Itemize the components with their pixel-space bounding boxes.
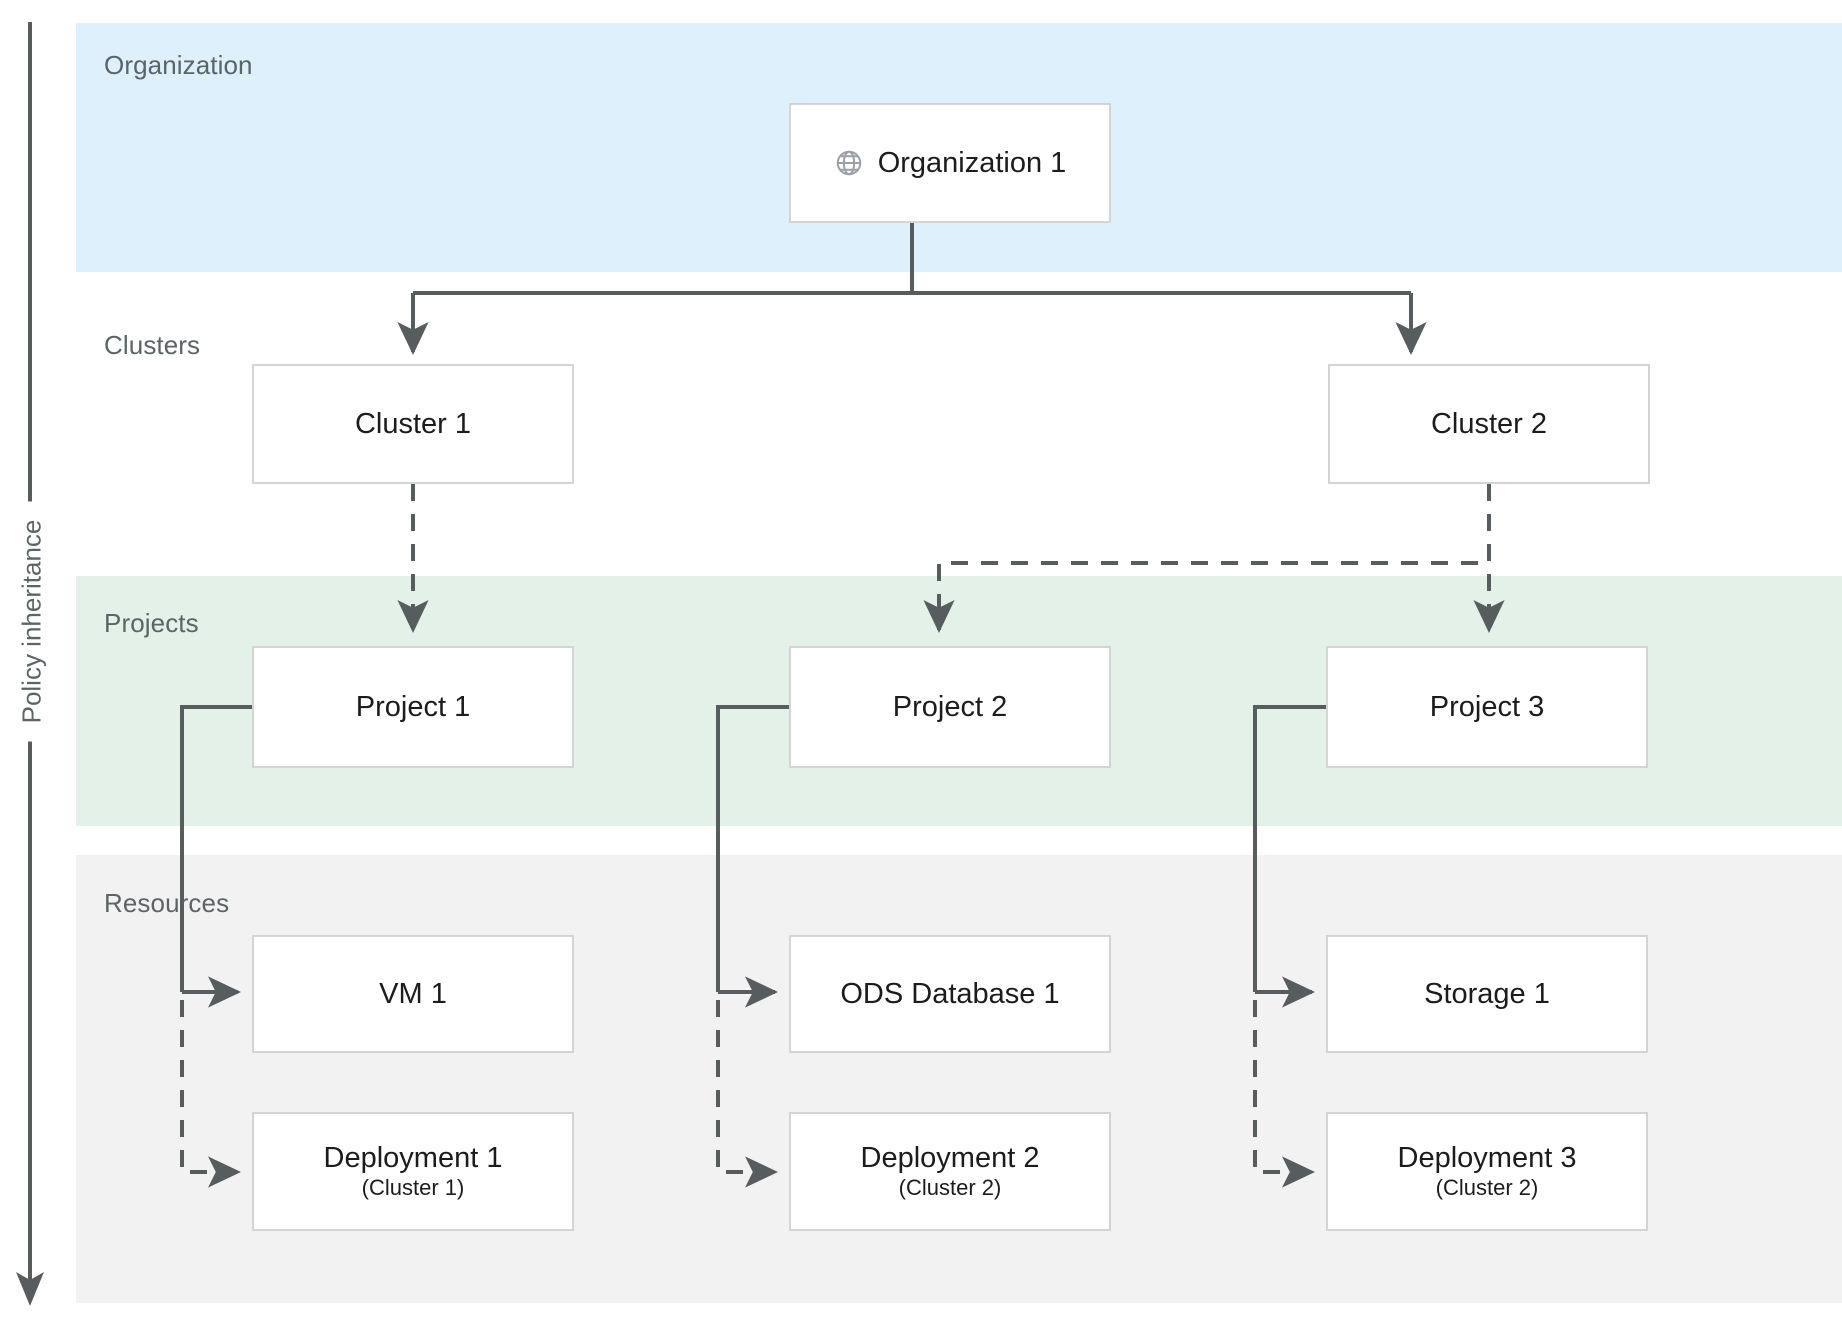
node-deployment-2[interactable]: Deployment 2 (Cluster 2) [789,1112,1111,1231]
node-sublabel: (Cluster 1) [361,1175,465,1201]
node-deployment-3[interactable]: Deployment 3 (Cluster 2) [1326,1112,1648,1231]
node-ods-database-1[interactable]: ODS Database 1 [789,935,1111,1053]
node-storage-1[interactable]: Storage 1 [1326,935,1648,1053]
node-project-2[interactable]: Project 2 [789,646,1111,768]
node-cluster-2[interactable]: Cluster 2 [1328,364,1650,484]
band-label-projects: Projects [104,608,199,638]
node-label: VM 1 [379,977,447,1010]
node-sublabel: (Cluster 2) [1435,1175,1539,1201]
node-label: Cluster 1 [354,407,472,440]
node-label: Project 3 [1429,690,1545,723]
node-label: Storage 1 [1424,977,1550,1010]
policy-inheritance-label: Policy inheritance [10,501,54,742]
band-label-resources: Resources [104,888,230,918]
node-label: Cluster 2 [1430,407,1548,440]
node-deployment-1[interactable]: Deployment 1 (Cluster 1) [252,1112,574,1231]
node-label: Deployment 2 [860,1141,1040,1174]
node-project-3[interactable]: Project 3 [1326,646,1648,768]
band-label-clusters: Clusters [104,330,201,360]
node-label: Deployment 1 [323,1141,503,1174]
node-label: Project 1 [355,690,471,723]
node-vm-1[interactable]: VM 1 [252,935,574,1053]
node-organization-1[interactable]: Organization 1 [789,103,1111,223]
node-cluster-1[interactable]: Cluster 1 [252,364,574,484]
node-label: Project 2 [892,690,1008,723]
node-label: Organization 1 [877,146,1067,179]
globe-icon [834,148,864,178]
band-resources [76,855,1842,1303]
node-label: Deployment 3 [1397,1141,1577,1174]
node-sublabel: (Cluster 2) [898,1175,1002,1201]
band-label-organization: Organization [104,50,253,80]
node-project-1[interactable]: Project 1 [252,646,574,768]
node-label: ODS Database 1 [840,977,1060,1010]
